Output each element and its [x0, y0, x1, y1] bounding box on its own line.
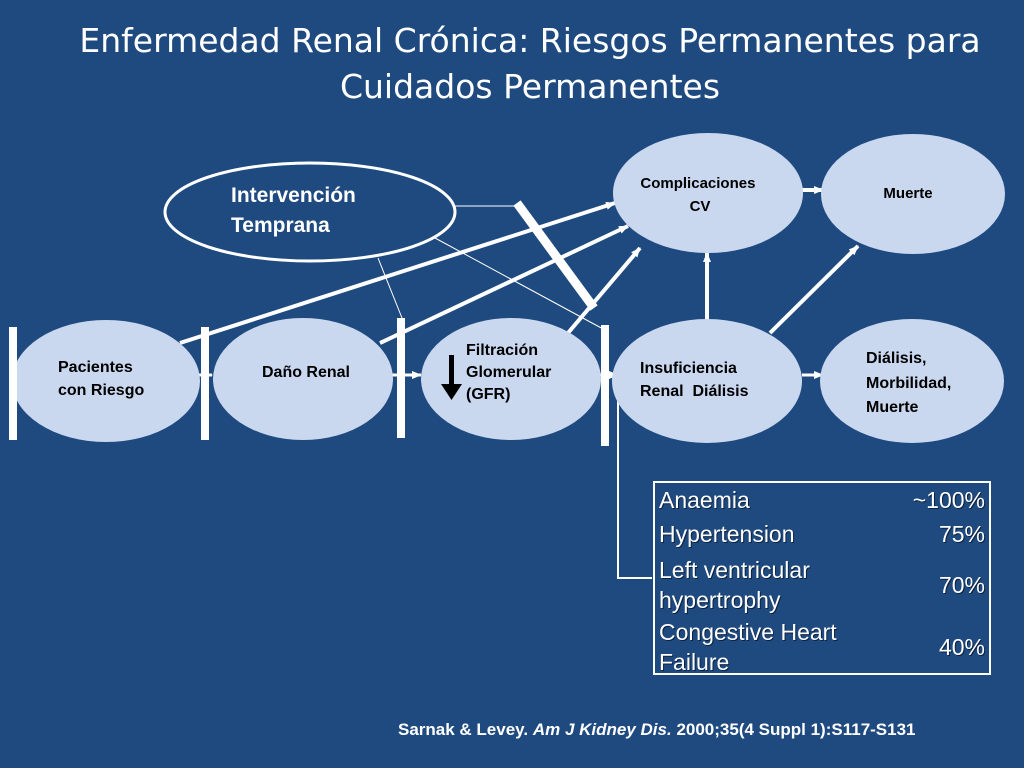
arrow-filtracion-to-cv: [566, 246, 642, 335]
table-row: Hypertension 75%: [659, 519, 985, 551]
citation: Sarnak & Levey. Am J Kidney Dis. 2000;35…: [398, 720, 916, 740]
blocking-bar: [513, 200, 598, 311]
table-row-label: Left ventricular hypertrophy: [659, 557, 810, 613]
page-title: Enfermedad Renal Crónica: Riesgos Perman…: [79, 21, 981, 106]
table-row-value: 70%: [938, 572, 985, 598]
node-dialisis-line-3: Muerte: [866, 399, 919, 416]
node-insuficiencia-line-2: Renal Diálisis: [640, 383, 749, 400]
node-filtracion: [421, 318, 601, 440]
citation-details: 2000;35(4 Suppl 1):S117-S131: [676, 720, 916, 739]
node-pacientes-label: Pacientes con Riesgo: [58, 359, 144, 399]
node-intervencion-line-1: Intervención: [231, 184, 356, 207]
table-row-value: 75%: [938, 521, 985, 547]
table-row-label: Anaemia: [659, 487, 750, 513]
node-pacientes-line-1: Pacientes: [58, 359, 133, 376]
node-dialisis: [820, 319, 1004, 443]
node-dano-renal: [213, 318, 393, 440]
node-complicaciones-line-2: CV: [690, 198, 711, 215]
node-dano-line-1: Daño Renal: [262, 364, 350, 381]
node-filtracion-line-3: (GFR): [466, 386, 510, 403]
node-dialisis-label: Diálisis, Morbilidad, Muerte: [866, 350, 956, 416]
node-muerte-line-1: Muerte: [883, 185, 932, 202]
node-pacientes-line-2: con Riesgo: [58, 382, 144, 399]
arrow-pacientes-to-cv: [179, 201, 616, 345]
node-muerte-label: Muerte: [883, 185, 932, 202]
node-intervencion: [163, 161, 457, 263]
table-row-label: Congestive Heart Failure: [659, 619, 837, 675]
node-insuficiencia-line-1: Insuficiencia: [640, 360, 737, 377]
arrow-down-icon: [441, 355, 462, 400]
table-row-value: 40%: [938, 634, 985, 660]
node-filtracion-line-1: Filtración: [466, 342, 538, 359]
table-row-value: ~100%: [912, 487, 985, 513]
table-row-label: Hypertension: [659, 521, 795, 547]
node-complicaciones-label: Complicaciones CV: [640, 175, 759, 215]
node-filtracion-label: Filtración Glomerular (GFR): [466, 342, 556, 403]
node-dialisis-line-2: Morbilidad,: [866, 375, 951, 392]
node-insuficiencia-label: Insuficiencia Renal Diálisis: [0, 0, 771, 400]
node-pacientes: [12, 320, 200, 442]
intervention-link-dano: [377, 257, 403, 319]
node-dialisis-line-1: Diálisis,: [866, 350, 926, 367]
risk-table: Anaemia ~100% Hypertension 75% Left vent…: [653, 481, 991, 675]
node-filtracion-line-2: Glomerular: [466, 364, 551, 381]
arrow-insuficiencia-to-muerte: [768, 244, 860, 335]
node-complicaciones-line-1: Complicaciones: [640, 175, 755, 192]
citation-authors: Sarnak & Levey.: [398, 720, 529, 739]
arrow-dano-to-cv: [379, 224, 629, 345]
table-row: Anaemia ~100%: [659, 485, 985, 517]
node-insuficiencia: [612, 319, 802, 443]
node-complicaciones: [613, 133, 803, 253]
citation-journal: Am J Kidney Dis.: [532, 720, 672, 739]
node-intervencion-label: Intervención Temprana: [231, 184, 362, 237]
node-dano-label: Daño Renal: [262, 364, 350, 381]
table-connector: [617, 372, 652, 579]
node-muerte: [821, 134, 1005, 254]
node-intervencion-line-2: Temprana: [231, 214, 330, 237]
table-row: Congestive Heart Failure 40%: [659, 617, 985, 679]
table-row: Left ventricular hypertrophy 70%: [659, 555, 985, 617]
